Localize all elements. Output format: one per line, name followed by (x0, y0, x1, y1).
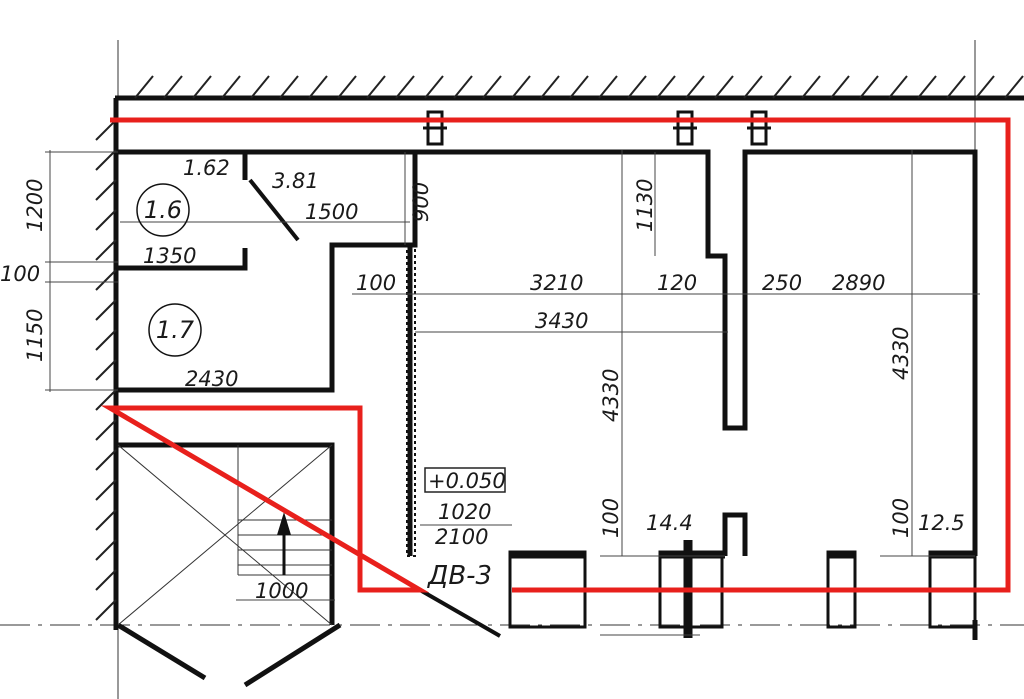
highlight-outline-path (100, 117, 1011, 593)
dim-3-81: 3.81 (272, 169, 319, 193)
hatch-stroke (453, 75, 473, 99)
hatch-stroke (859, 75, 879, 99)
hatch-stroke (482, 75, 502, 99)
hatch-stroke (221, 75, 241, 99)
dim-100-br: 100 (889, 498, 913, 538)
hatch-stroke (1004, 75, 1024, 99)
level-mark-box (424, 467, 506, 493)
dim-1130: 1130 (633, 179, 657, 232)
hatch-stroke (424, 75, 444, 99)
dim-2430: 2430 (185, 367, 238, 391)
dim-level: +0.050 (428, 469, 506, 493)
dim-14-4: 14.4 (646, 511, 693, 535)
dimension-labels: 1.62 3.81 1500 900 1350 1200 100 1150 24… (0, 156, 965, 603)
hatch-stroke (95, 569, 117, 591)
radiator-markers (423, 110, 771, 146)
hatch-stroke (279, 75, 299, 99)
dim-120: 120 (657, 271, 697, 295)
hatch-stroke (540, 75, 560, 99)
room-label-1-6: 1.6 (144, 196, 182, 224)
door-tag: ДВ-3 (427, 561, 492, 591)
room-circle-1-6 (136, 183, 190, 237)
dimension-lines (45, 150, 980, 636)
dim-2890: 2890 (832, 271, 885, 295)
dim-900: 900 (409, 182, 433, 222)
dim-1-62: 1.62 (183, 156, 230, 180)
hatch-stroke (569, 75, 589, 99)
hatch-stroke (95, 149, 117, 171)
hatch-stroke (95, 179, 117, 201)
dim-4330-left: 4330 (599, 369, 623, 422)
hatch-stroke (95, 599, 117, 621)
dim-1500: 1500 (305, 200, 358, 224)
hatch-stroke (95, 389, 117, 411)
hatch-stroke (95, 119, 117, 141)
hatch-stroke (801, 75, 821, 99)
hatch-stroke (975, 75, 995, 99)
hatch-stroke (95, 479, 117, 501)
dim-4330-right: 4330 (889, 327, 913, 380)
axis-lines (0, 40, 1024, 699)
hatch-stroke (95, 419, 117, 441)
hatch-stroke (656, 75, 676, 99)
hatch-stroke (627, 75, 647, 99)
staircase (117, 444, 333, 626)
walls (118, 149, 978, 640)
dim-1350: 1350 (143, 244, 196, 268)
dim-1150: 1150 (23, 309, 47, 362)
hatch-stroke (946, 75, 966, 99)
dim-250: 250 (762, 271, 802, 295)
dim-1000: 1000 (255, 579, 308, 603)
dim-2100: 2100 (435, 525, 488, 549)
hatch-stroke (772, 75, 792, 99)
hatch-stroke (95, 329, 117, 351)
hatch-stroke (95, 449, 117, 471)
dim-3210: 3210 (530, 271, 583, 295)
hatch-stroke (714, 75, 734, 99)
room-markers: 1.6 1.7 (136, 183, 202, 357)
hatch-stroke (95, 359, 117, 381)
hatch-stroke (163, 75, 183, 99)
hatch-stroke (192, 75, 212, 99)
hatch-stroke (366, 75, 386, 99)
dim-1200: 1200 (23, 179, 47, 232)
hatch-stroke (95, 539, 117, 561)
hatch-stroke (598, 75, 618, 99)
room-label-1-7: 1.7 (156, 316, 195, 344)
dim-1020: 1020 (438, 500, 491, 524)
hatch-stroke (95, 509, 117, 531)
hatch-stroke (917, 75, 937, 99)
doors (116, 178, 501, 688)
hatch-stroke (95, 299, 117, 321)
hatch-stroke (743, 75, 763, 99)
hatch-stroke (134, 75, 154, 99)
hatch-stroke (95, 239, 117, 261)
dim-100-bl: 100 (599, 498, 623, 538)
dim-100-left: 100 (0, 262, 40, 286)
hatch-stroke (888, 75, 908, 99)
top-wall-hatching (115, 75, 1024, 101)
hatch-stroke (511, 75, 531, 99)
hatch-stroke (308, 75, 328, 99)
stair-arrow-icon (277, 512, 291, 535)
hatch-stroke (250, 75, 270, 99)
hatch-stroke (337, 75, 357, 99)
hatch-stroke (685, 75, 705, 99)
left-wall-hatching (95, 98, 119, 630)
hatch-stroke (395, 75, 415, 99)
hatch-stroke (95, 269, 117, 291)
dim-12-5: 12.5 (918, 511, 965, 535)
dim-3430: 3430 (535, 309, 588, 333)
hatch-stroke (830, 75, 850, 99)
hatch-stroke (95, 209, 117, 231)
dim-100-mid: 100 (356, 271, 396, 295)
room-circle-1-7 (148, 303, 202, 357)
